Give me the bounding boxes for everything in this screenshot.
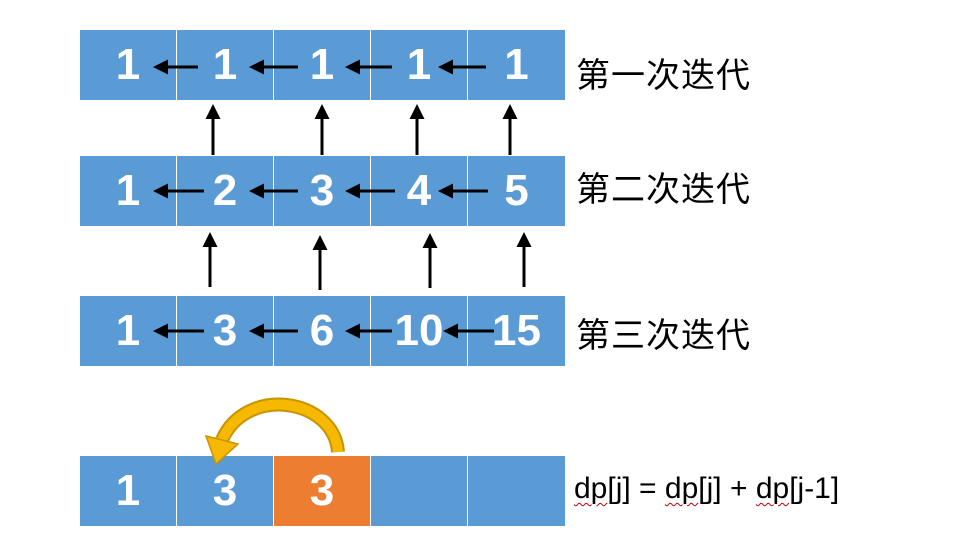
cell: 5: [468, 156, 565, 226]
row3-to-row2-up-arrows: [202, 232, 532, 290]
cell: 10: [371, 296, 468, 366]
cell: 1: [274, 30, 371, 100]
cell: 1: [177, 30, 274, 100]
row2-to-row1-up-arrows: [205, 104, 518, 155]
cell: [371, 456, 468, 526]
cell: 3: [274, 156, 371, 226]
formula-part: dp: [755, 472, 790, 505]
formula-part: dp: [664, 472, 699, 505]
cell: 1: [80, 156, 177, 226]
formula-part: dp: [574, 472, 608, 505]
iteration-label-2: 第二次迭代: [576, 170, 751, 210]
formula-part: [j-1]: [789, 472, 840, 505]
iteration-row-1: 1 1 1 1 1: [80, 30, 565, 100]
cell: 3: [177, 296, 274, 366]
cell: 1: [80, 296, 177, 366]
cell: 4: [371, 156, 468, 226]
iteration-label-1: 第一次迭代: [576, 56, 751, 96]
cell: 1: [371, 30, 468, 100]
cell: 15: [468, 296, 565, 366]
cell: 1: [80, 456, 177, 526]
cell: [468, 456, 565, 526]
cell: 3: [177, 456, 274, 526]
cell: 1: [80, 30, 177, 100]
cell: 1: [468, 30, 565, 100]
highlighted-cell: 3: [274, 456, 371, 526]
example-row: 1 3 3: [80, 456, 565, 526]
iteration-label-3: 第三次迭代: [576, 316, 751, 356]
cell: 2: [177, 156, 274, 226]
formula-part: [j] +: [698, 472, 756, 505]
formula-part: [j] =: [607, 472, 665, 505]
iteration-row-3: 1 3 6 10 15: [80, 296, 565, 366]
iteration-row-2: 1 2 3 4 5: [80, 156, 565, 226]
cell: 6: [274, 296, 371, 366]
recurrence-formula: dp[j] = dp[j] + dp[j-1]: [574, 472, 839, 506]
